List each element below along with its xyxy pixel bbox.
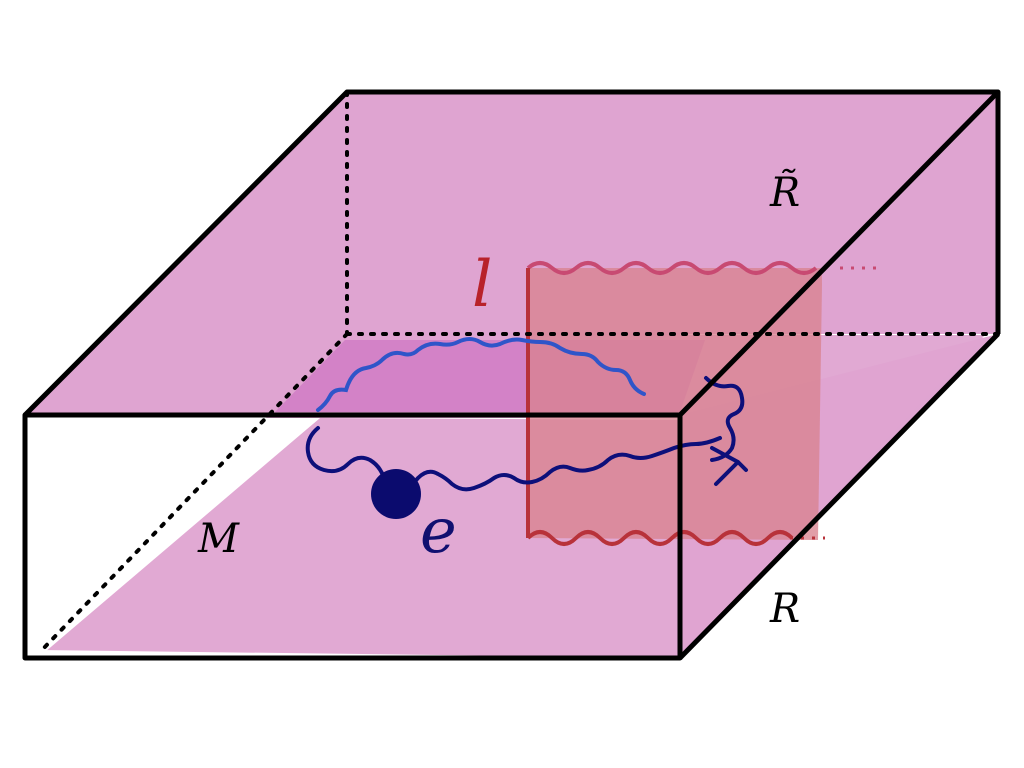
label-e: e bbox=[420, 494, 457, 567]
loop-lower-path bbox=[305, 426, 722, 492]
label-r: R bbox=[769, 586, 800, 632]
label-l: l bbox=[472, 248, 492, 322]
membrane-top-edge bbox=[526, 261, 818, 275]
box-outline bbox=[22, 89, 1001, 661]
membrane-bottom-edge bbox=[526, 530, 794, 546]
hidden-edges bbox=[38, 90, 1000, 654]
label-r-tilde: R̃ bbox=[769, 169, 800, 216]
front-left-white bbox=[27, 418, 320, 652]
charge-e bbox=[371, 469, 421, 519]
loop-upper-path bbox=[316, 337, 646, 412]
loop-right-path bbox=[704, 376, 745, 462]
label-m: M bbox=[197, 516, 240, 562]
membrane-l bbox=[528, 268, 822, 540]
loop-arrowhead bbox=[710, 446, 748, 486]
